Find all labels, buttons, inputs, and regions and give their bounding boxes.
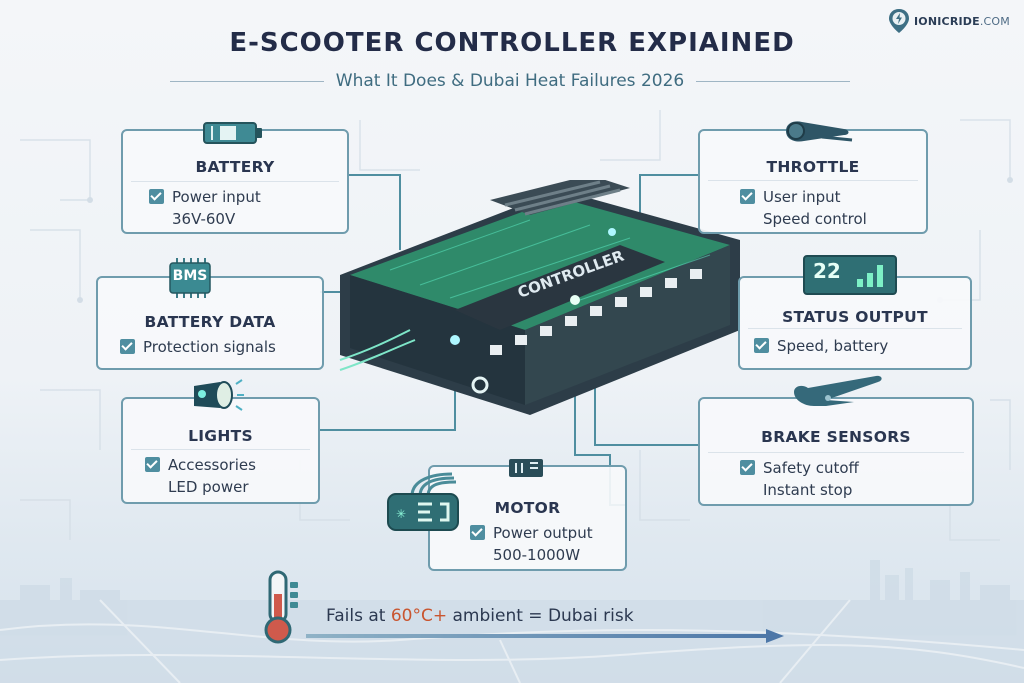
throttle-grip-icon <box>786 121 853 142</box>
svg-text:✳: ✳ <box>396 507 406 521</box>
brake-lever-icon <box>794 375 882 406</box>
card-battery: BATTERY Power input 36V-60V <box>121 129 349 234</box>
location-pin-bolt-icon <box>889 9 909 33</box>
check-icon <box>740 460 755 475</box>
inline-connector-icon <box>509 459 543 477</box>
brand-name: IONICRIDE.COM <box>914 14 1010 28</box>
check-icon <box>470 525 485 540</box>
check-icon <box>740 189 755 204</box>
divider <box>170 80 324 82</box>
bms-chip-icon: BMS <box>165 258 215 298</box>
heat-warning-banner: Fails at 60°C+ ambient = Dubai risk <box>318 596 718 636</box>
card-lights: LIGHTS Accessories LED power <box>121 397 320 504</box>
card-title: BRAKE SENSORS <box>761 428 911 446</box>
card-brake-sensors: BRAKE SENSORS Safety cutoff Instant stop <box>698 397 974 506</box>
headlight-icon <box>194 379 244 411</box>
controller-board-icon: CONTROLLER <box>339 180 740 415</box>
brand-logo[interactable]: IONICRIDE.COM <box>888 8 1010 34</box>
card-motor: MOTOR Power output 500-1000W <box>428 465 627 571</box>
thermometer-icon <box>264 570 298 644</box>
card-title: STATUS OUTPUT <box>782 308 928 326</box>
card-title: MOTOR <box>494 499 561 517</box>
check-icon <box>145 457 160 472</box>
card-title: THROTTLE <box>766 158 860 176</box>
card-title: LIGHTS <box>188 427 253 445</box>
display-speed-icon: 22 <box>803 255 897 295</box>
divider <box>696 80 851 82</box>
heat-warning-text: Fails at 60°C+ ambient = Dubai risk <box>326 606 634 626</box>
card-title: BATTERY DATA <box>144 313 276 331</box>
page-title: E-SCOOTER CONTROLLER EXPIAINED <box>229 28 795 58</box>
motor-connector-icon: ✳ <box>387 472 459 531</box>
card-throttle: THROTTLE User input Speed control <box>698 129 928 234</box>
page-subtitle: What It Does & Dubai Heat Failures 2026 <box>335 71 685 91</box>
subtitle-row: What It Does & Dubai Heat Failures 2026 <box>170 66 851 96</box>
check-icon <box>120 339 135 354</box>
card-title: BATTERY <box>195 158 275 176</box>
check-icon <box>149 189 164 204</box>
battery-icon <box>203 122 262 144</box>
arrow-right-icon <box>306 629 784 643</box>
check-icon <box>754 338 769 353</box>
